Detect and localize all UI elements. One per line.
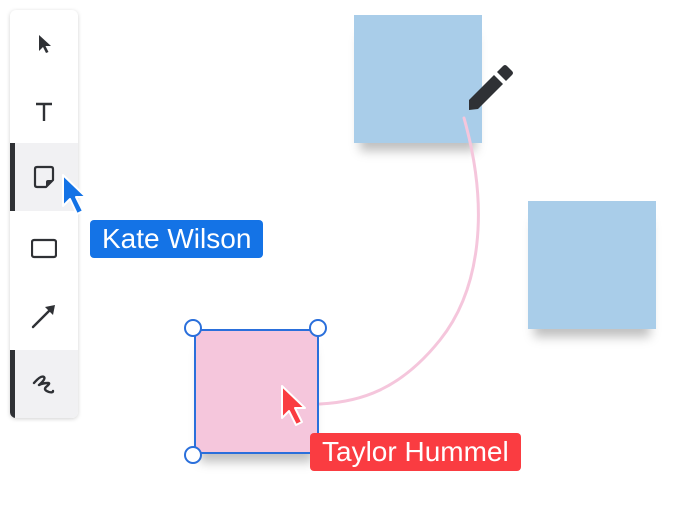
- tool-text[interactable]: [10, 78, 78, 146]
- resize-handle-bottom-left[interactable]: [184, 446, 202, 464]
- freehand-icon: [32, 375, 55, 394]
- text-icon: [36, 102, 52, 121]
- tool-freehand[interactable]: [10, 350, 78, 418]
- connector-line[interactable]: [318, 116, 480, 406]
- collaborator-label-kate-wilson: Kate Wilson: [90, 220, 264, 258]
- resize-handle-top-right[interactable]: [309, 319, 327, 337]
- tool-select[interactable]: [10, 10, 78, 78]
- sticky-note-blue-right[interactable]: [528, 201, 656, 329]
- rectangle-icon: [31, 238, 57, 259]
- tool-rectangle[interactable]: [10, 214, 78, 282]
- collaborator-label-taylor-hummel: Taylor Hummel: [310, 433, 521, 471]
- sticky-note-icon: [33, 165, 55, 189]
- tool-arrow[interactable]: [10, 282, 78, 350]
- sticky-note-pink-selected[interactable]: [194, 329, 319, 454]
- arrow-icon: [31, 305, 55, 329]
- pointer-icon: [39, 35, 51, 53]
- resize-handle-top-left[interactable]: [184, 319, 202, 337]
- sticky-note-blue-top[interactable]: [354, 15, 482, 143]
